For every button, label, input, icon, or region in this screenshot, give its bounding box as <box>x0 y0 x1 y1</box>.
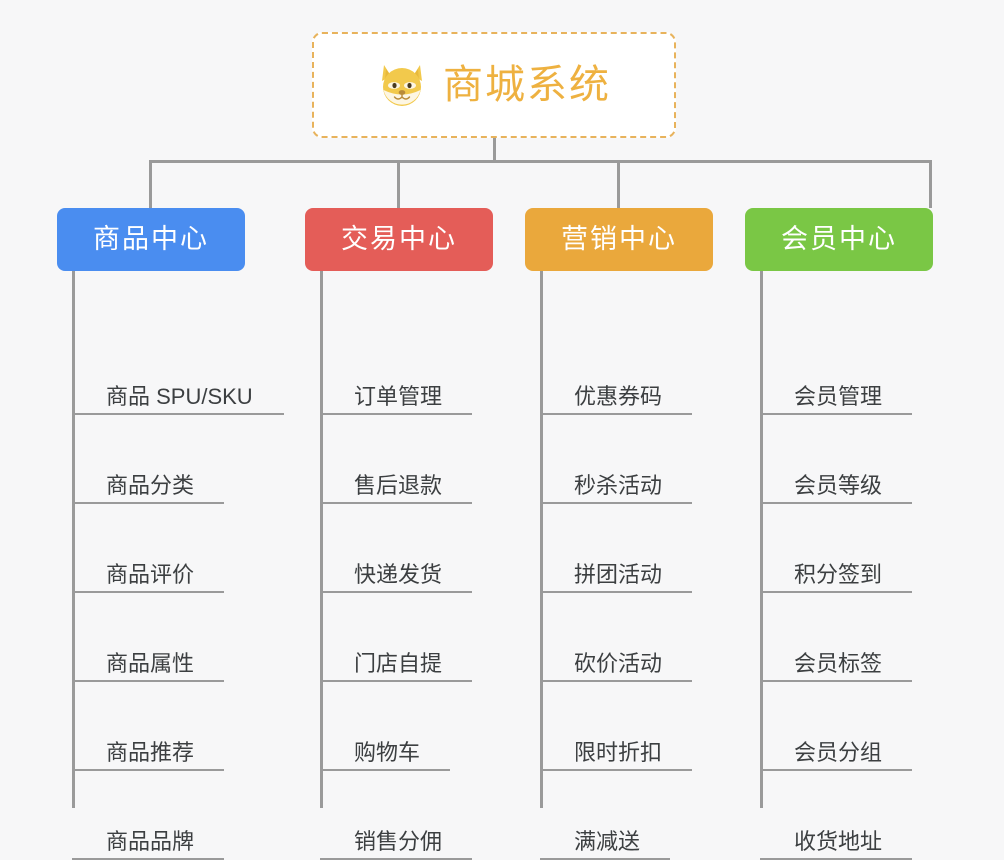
column-商品中心: 商品中心 商品 SPU/SKU 商品分类 商品评价 商品属性 商品推荐 <box>57 208 284 860</box>
connector-drop-1 <box>149 160 152 208</box>
leaf-label: 销售分佣 <box>354 829 443 854</box>
column-营销中心: 营销中心 优惠券码 秒杀活动 拼团活动 砍价活动 限时折扣 <box>525 208 713 860</box>
leaf-label: 优惠券码 <box>574 384 663 409</box>
mindmap-canvas: 商城系统 商品中心 商品 SPU/SKU 商品分类 商品评价 <box>57 32 933 860</box>
leaf-label: 购物车 <box>354 740 421 765</box>
leaf-label: 会员分组 <box>794 740 883 765</box>
leaf-underline <box>72 680 224 682</box>
leaf-label: 满减送 <box>574 829 641 854</box>
leaf-label: 秒杀活动 <box>574 473 663 498</box>
leaf-underline <box>540 769 692 771</box>
leaf-list-1: 商品 SPU/SKU 商品分类 商品评价 商品属性 商品推荐 商品品牌 <box>72 271 284 860</box>
leaf-label: 砍价活动 <box>574 651 663 676</box>
leaf-label: 积分签到 <box>794 562 883 587</box>
leaf-underline <box>320 502 472 504</box>
connector-root-stem <box>493 138 496 162</box>
column-会员中心: 会员中心 会员管理 会员等级 积分签到 会员标签 会员分组 <box>745 208 933 860</box>
category-title-3: 营销中心 <box>561 224 677 254</box>
leaf-label: 商品评价 <box>106 562 195 587</box>
leaf-list-2: 订单管理 售后退款 快递发货 门店自提 购物车 销售分佣 <box>320 271 493 860</box>
leaf-list-3: 优惠券码 秒杀活动 拼团活动 砍价活动 限时折扣 满减送 <box>540 271 713 860</box>
leaf-underline <box>760 591 912 593</box>
leaf-label: 快递发货 <box>354 562 443 587</box>
leaf-label: 拼团活动 <box>574 562 663 587</box>
root-title: 商城系统 <box>443 63 611 107</box>
leaf-label: 收货地址 <box>794 829 883 854</box>
leaf-underline <box>320 680 472 682</box>
category-header-2[interactable]: 交易中心 <box>305 208 493 271</box>
connector-drop-3 <box>617 160 620 208</box>
leaf-underline <box>320 413 472 415</box>
connector-horizontal-bus <box>149 160 932 163</box>
leaf-underline <box>320 769 450 771</box>
category-title-4: 会员中心 <box>781 224 897 254</box>
shiba-dog-face-icon <box>377 59 429 111</box>
leaf-trunk-2 <box>320 271 323 808</box>
leaf-label: 会员标签 <box>794 651 883 676</box>
leaf-label: 商品分类 <box>106 473 195 498</box>
leaf-underline <box>72 502 224 504</box>
connector-drop-2 <box>397 160 400 208</box>
leaf-underline <box>320 591 472 593</box>
leaf-underline <box>72 591 224 593</box>
root-node[interactable]: 商城系统 <box>312 32 676 138</box>
connector-drop-4 <box>929 160 932 208</box>
leaf-label: 商品品牌 <box>106 829 195 854</box>
category-header-4[interactable]: 会员中心 <box>745 208 933 271</box>
leaf-underline <box>760 413 912 415</box>
category-title-2: 交易中心 <box>341 224 457 254</box>
leaf-label: 商品推荐 <box>106 740 195 765</box>
leaf-trunk-3 <box>540 271 543 808</box>
leaf-label: 商品属性 <box>106 651 195 676</box>
leaf-list-4: 会员管理 会员等级 积分签到 会员标签 会员分组 收货地址 <box>760 271 933 860</box>
leaf-underline <box>72 413 284 415</box>
leaf-underline <box>760 680 912 682</box>
leaf-trunk-1 <box>72 271 75 808</box>
leaf-label: 售后退款 <box>354 473 443 498</box>
category-header-1[interactable]: 商品中心 <box>57 208 245 271</box>
leaf-label: 门店自提 <box>354 651 443 676</box>
leaf-label: 订单管理 <box>354 384 443 409</box>
leaf-label: 会员等级 <box>794 473 883 498</box>
leaf-trunk-4 <box>760 271 763 808</box>
leaf-underline <box>540 680 692 682</box>
leaf-label: 商品 SPU/SKU <box>106 384 253 409</box>
leaf-underline <box>540 502 692 504</box>
leaf-underline <box>540 413 692 415</box>
leaf-underline <box>760 769 912 771</box>
leaf-underline <box>760 502 912 504</box>
leaf-label: 会员管理 <box>794 384 883 409</box>
leaf-underline <box>72 769 224 771</box>
leaf-label: 限时折扣 <box>574 740 663 765</box>
leaf-underline <box>540 591 692 593</box>
column-交易中心: 交易中心 订单管理 售后退款 快递发货 门店自提 购物车 <box>305 208 493 860</box>
category-header-3[interactable]: 营销中心 <box>525 208 713 271</box>
category-title-1: 商品中心 <box>93 224 209 254</box>
